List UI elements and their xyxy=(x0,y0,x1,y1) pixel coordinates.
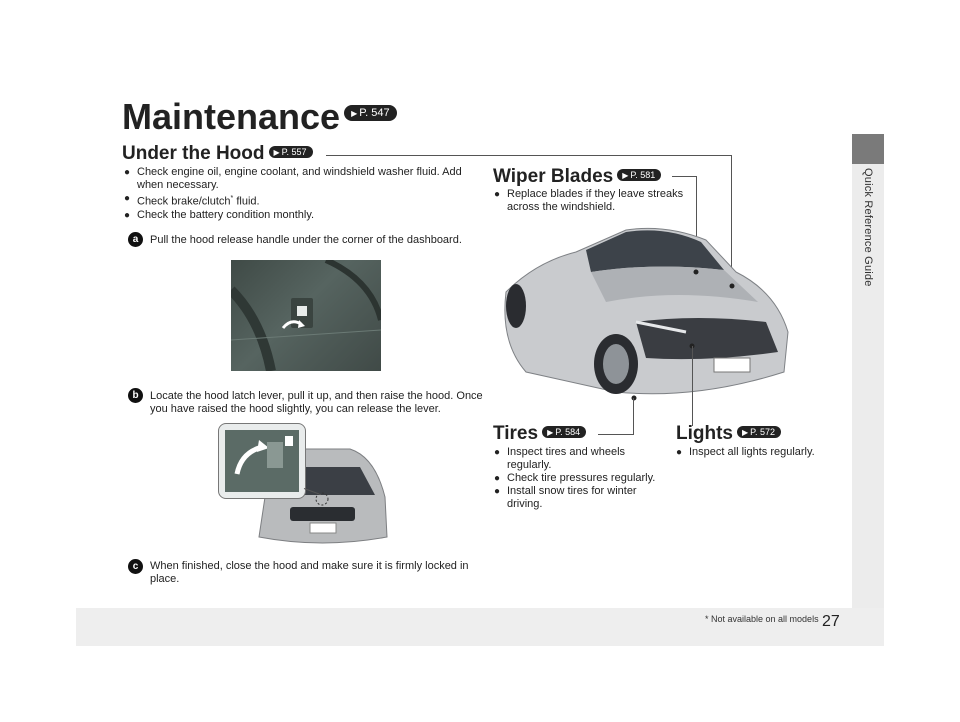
tires-leader-horizontal xyxy=(598,434,634,435)
wiper-leader-horizontal xyxy=(672,176,696,177)
tires-ref-text: P. 584 xyxy=(555,426,581,437)
lights-ref-text: P. 572 xyxy=(750,426,776,437)
arrow-icon: ▶ xyxy=(742,427,749,437)
arrow-icon: ▶ xyxy=(273,147,280,157)
page-title: Maintenance▶P. 547 xyxy=(122,96,397,138)
step-c-text: When finished, close the hood and make s… xyxy=(150,560,469,585)
side-section-label: Quick Reference Guide xyxy=(862,168,874,287)
tires-title: Tires xyxy=(493,423,539,444)
step-b-text: Locate the hood latch lever, pull it up,… xyxy=(150,390,483,415)
hood-release-illustration xyxy=(231,260,381,371)
under-hood-heading: Under the Hood▶P. 557 xyxy=(122,143,313,165)
car-illustration xyxy=(504,227,789,401)
step-a-badge: a xyxy=(128,232,143,247)
under-hood-leader-horizontal xyxy=(326,155,732,156)
wiper-leader-vertical xyxy=(696,176,697,272)
bullet-text-suffix: fluid. xyxy=(233,195,260,208)
wiper-ref-text: P. 581 xyxy=(630,169,656,180)
wiper-bullets: Replace blades if they leave streaks acr… xyxy=(494,188,694,214)
wiper-heading: Wiper Blades▶P. 581 xyxy=(493,166,662,188)
footnote-marker: * xyxy=(230,195,234,202)
tires-bullets: Inspect tires and wheels regularly. Chec… xyxy=(494,446,664,511)
step-c-badge: c xyxy=(128,559,143,574)
lights-leader-vertical xyxy=(692,346,693,426)
under-hood-bullets: Check engine oil, engine coolant, and wi… xyxy=(124,166,484,222)
list-item: Install snow tires for winter driving. xyxy=(494,485,664,511)
side-strip xyxy=(852,164,884,608)
step-b-badge: b xyxy=(128,388,143,403)
tires-leader-vertical xyxy=(633,398,634,435)
tires-ref-badge[interactable]: ▶P. 584 xyxy=(542,425,587,438)
list-item: Replace blades if they leave streaks acr… xyxy=(494,188,694,214)
lights-ref-badge[interactable]: ▶P. 572 xyxy=(737,425,782,438)
list-item: Check engine oil, engine coolant, and wi… xyxy=(124,166,484,192)
page-footer-band xyxy=(76,608,884,646)
arrow-icon: ▶ xyxy=(622,170,629,180)
footnote: * Not available on all models xyxy=(705,614,819,624)
list-item: Inspect all lights regularly. xyxy=(676,446,836,459)
list-item: Check brake/clutch* fluid. xyxy=(124,192,484,209)
side-tab-marker xyxy=(852,134,884,164)
under-hood-ref-text: P. 557 xyxy=(281,146,307,157)
page-title-text: Maintenance xyxy=(122,96,341,137)
wiper-title: Wiper Blades xyxy=(493,166,614,187)
step-a-text: Pull the hood release handle under the c… xyxy=(150,234,462,246)
lights-bullets: Inspect all lights regularly. xyxy=(676,446,836,459)
wiper-ref-badge[interactable]: ▶P. 581 xyxy=(617,168,662,181)
hood-latch-illustration xyxy=(225,430,299,492)
page-ref-badge[interactable]: ▶P. 547 xyxy=(344,105,397,122)
bullet-text: Check brake/clutch xyxy=(137,195,231,208)
page-number: 27 xyxy=(822,613,840,630)
lights-heading: Lights ▶P. 572 xyxy=(676,423,782,445)
page-ref-text: P. 547 xyxy=(359,107,390,120)
under-hood-leader-vertical xyxy=(731,155,732,286)
arrow-icon: ▶ xyxy=(351,109,358,119)
under-hood-title: Under the Hood xyxy=(122,143,265,164)
list-item: Check tire pressures regularly. xyxy=(494,472,664,485)
list-item: Check the battery condition monthly. xyxy=(124,209,484,222)
list-item: Inspect tires and wheels regularly. xyxy=(494,446,664,472)
tires-heading: Tires▶P. 584 xyxy=(493,423,587,445)
arrow-icon: ▶ xyxy=(547,427,554,437)
under-hood-ref-badge[interactable]: ▶P. 557 xyxy=(268,145,313,158)
hood-release-photo xyxy=(231,260,381,371)
hood-latch-inset xyxy=(218,423,306,499)
lights-title: Lights xyxy=(676,423,733,444)
